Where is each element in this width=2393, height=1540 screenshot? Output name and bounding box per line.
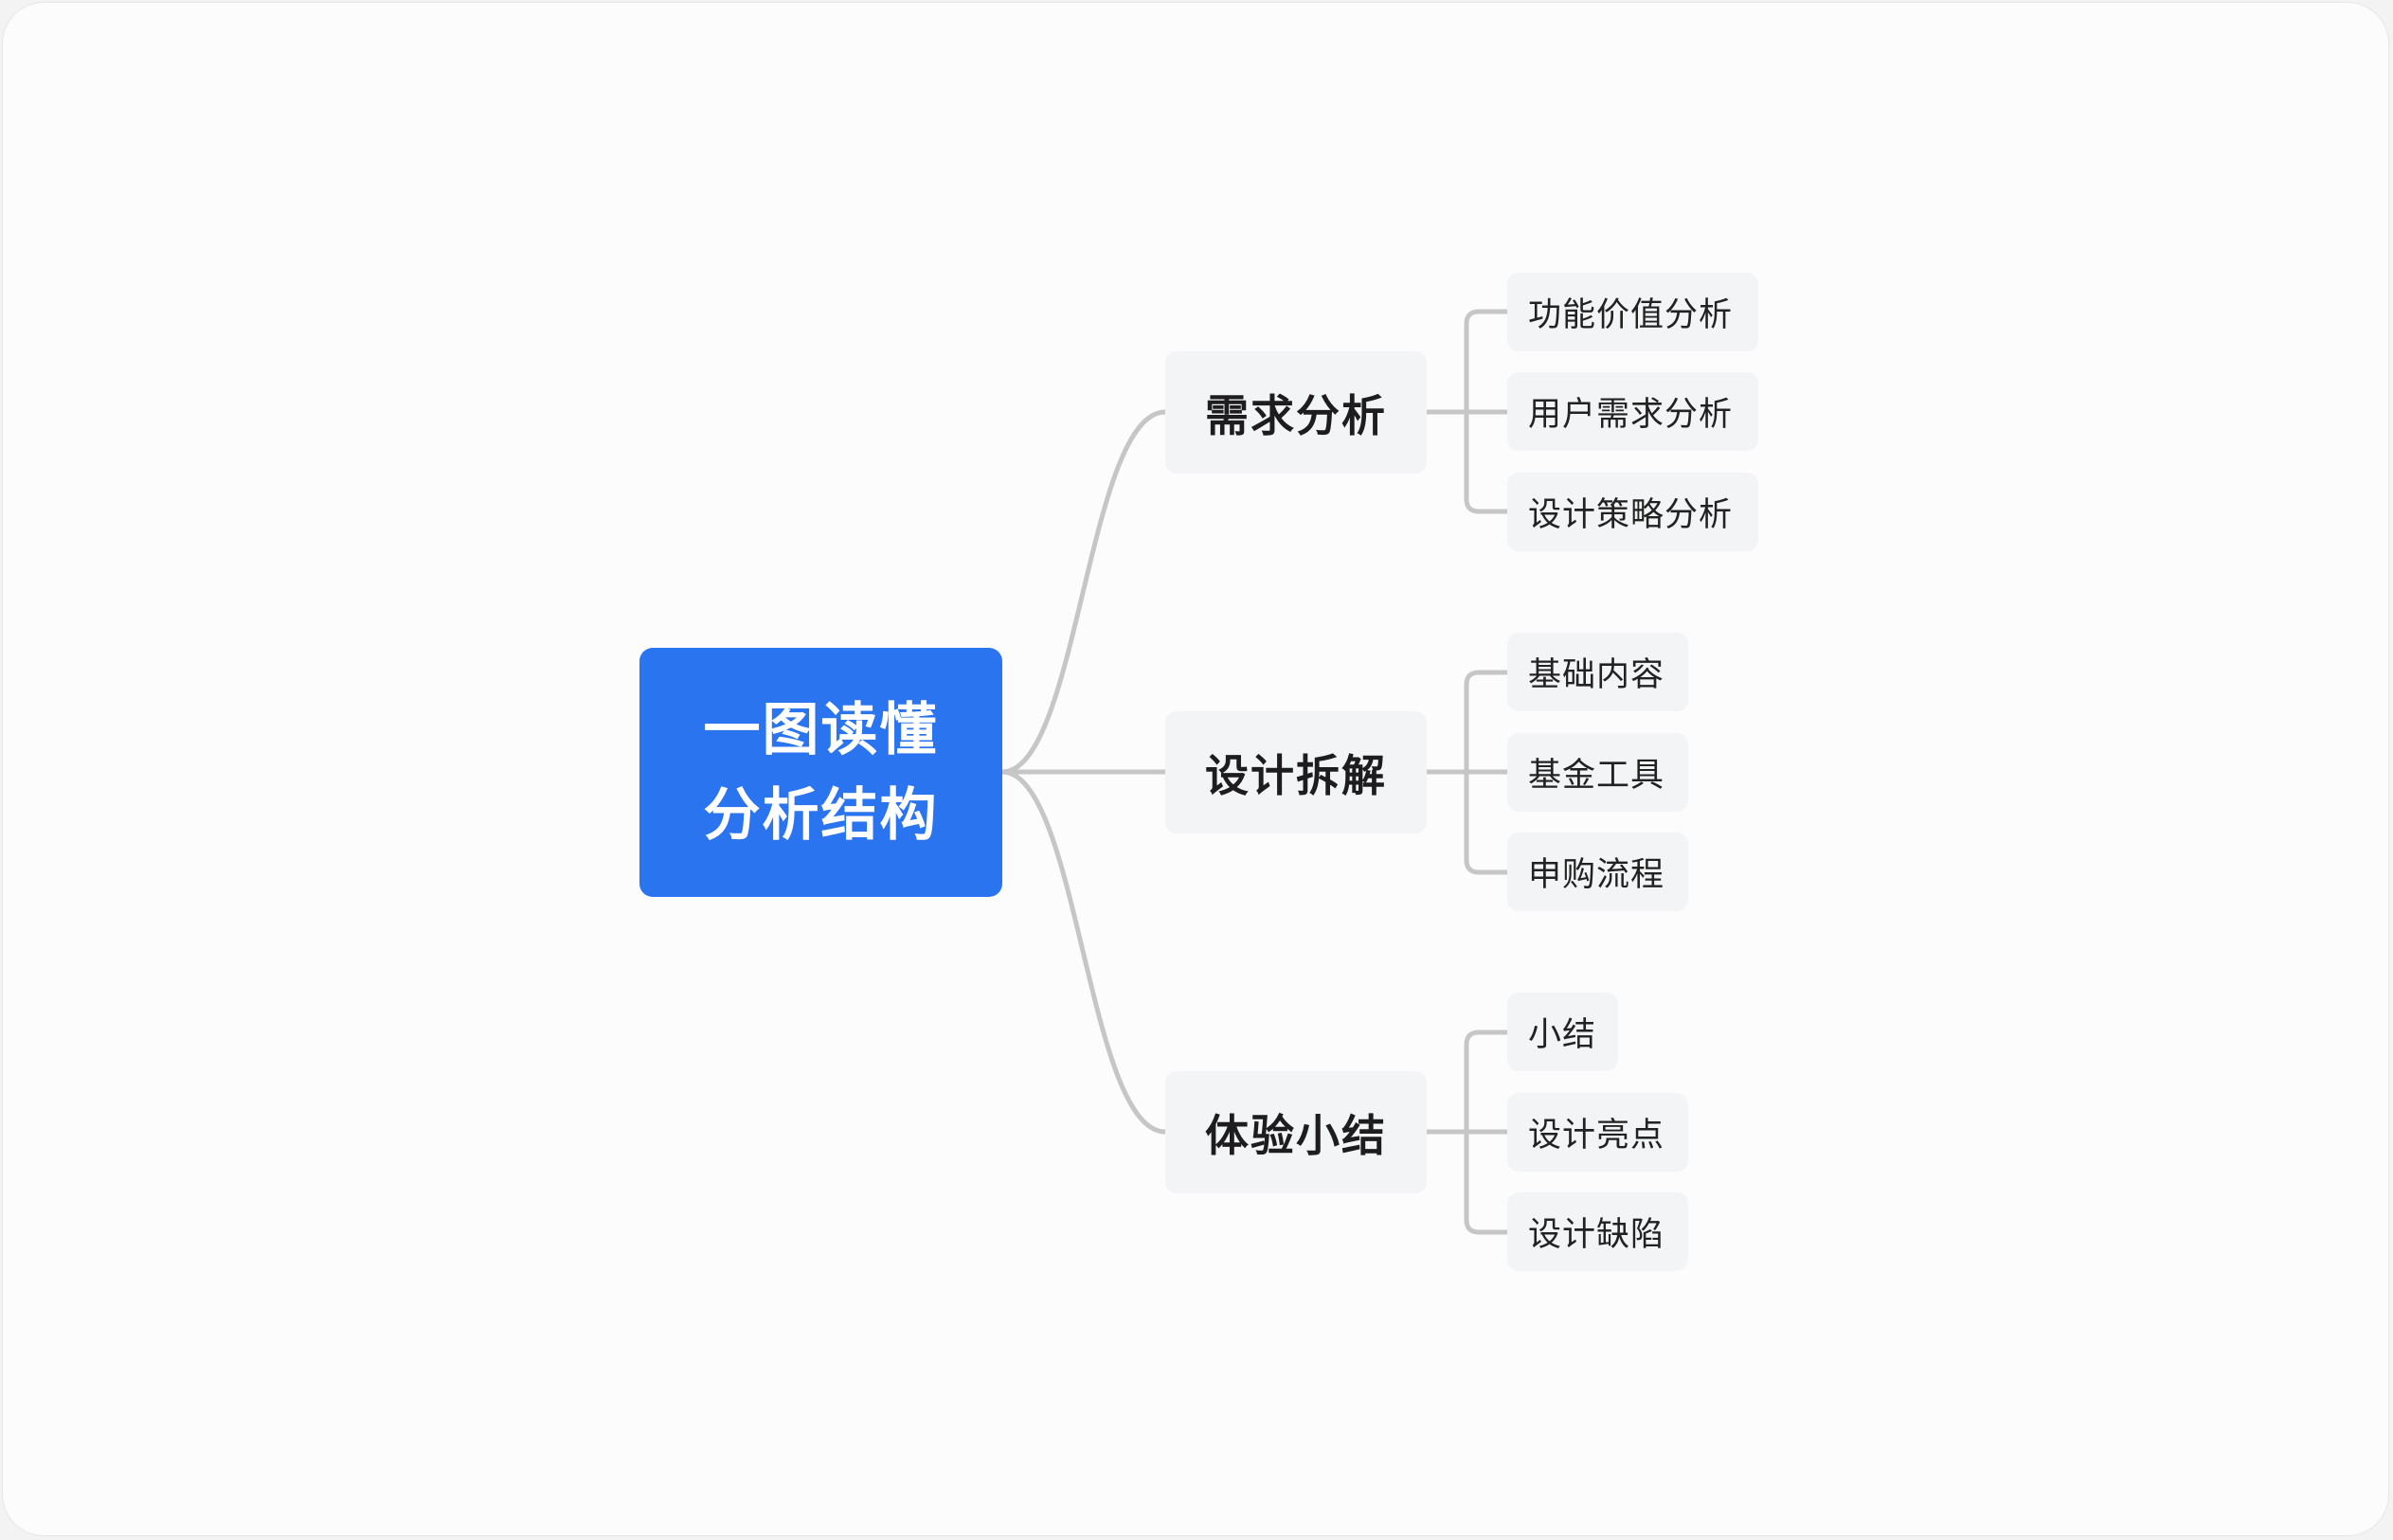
leaf-label: 基金工具: [1528, 757, 1665, 795]
root-title-line-1: 一图读懂: [703, 696, 939, 763]
connector-root-branch-3: [1001, 769, 1166, 1135]
connector-root-branch-1: [1001, 409, 1166, 775]
branch-node-experience-summary[interactable]: 体验小结: [1165, 1071, 1427, 1193]
leaf-node[interactable]: 基础内容: [1507, 633, 1688, 711]
leaf-label: 设计策略分析: [1528, 496, 1734, 534]
branch-node-design-breakdown[interactable]: 设计拆解: [1165, 711, 1427, 833]
leaf-node[interactable]: 申购流程: [1507, 833, 1688, 911]
root-title-line-2: 分析结构: [703, 781, 939, 849]
leaf-label: 用户需求分析: [1528, 396, 1734, 434]
leaf-label: 设计缺陷: [1528, 1216, 1665, 1254]
branch-label: 体验小结: [1205, 1109, 1387, 1161]
branch-label: 需求分析: [1205, 389, 1387, 441]
leaf-label: 申购流程: [1528, 856, 1665, 894]
leaf-node[interactable]: 设计策略分析: [1507, 473, 1758, 551]
leaf-node[interactable]: 设计亮点: [1507, 1093, 1688, 1172]
leaf-node[interactable]: 基金工具: [1507, 733, 1688, 812]
leaf-label: 设计亮点: [1528, 1117, 1665, 1155]
leaf-node[interactable]: 用户需求分析: [1507, 372, 1758, 451]
branch-label: 设计拆解: [1205, 749, 1387, 801]
connector-branch-3-bracket: [1464, 1030, 1507, 1235]
leaf-node[interactable]: 设计缺陷: [1507, 1192, 1688, 1271]
leaf-label: 小结: [1528, 1016, 1597, 1054]
leaf-label: 功能价值分析: [1528, 296, 1734, 334]
root-node[interactable]: 一图读懂 分析结构: [639, 648, 1002, 897]
connector-branch-1-bracket: [1464, 309, 1507, 514]
connector-branch-2-bracket: [1464, 670, 1507, 875]
leaf-label: 基础内容: [1528, 656, 1665, 694]
branch-node-requirements[interactable]: 需求分析: [1165, 351, 1427, 474]
leaf-node[interactable]: 功能价值分析: [1507, 273, 1758, 351]
leaf-node[interactable]: 小结: [1507, 993, 1618, 1071]
